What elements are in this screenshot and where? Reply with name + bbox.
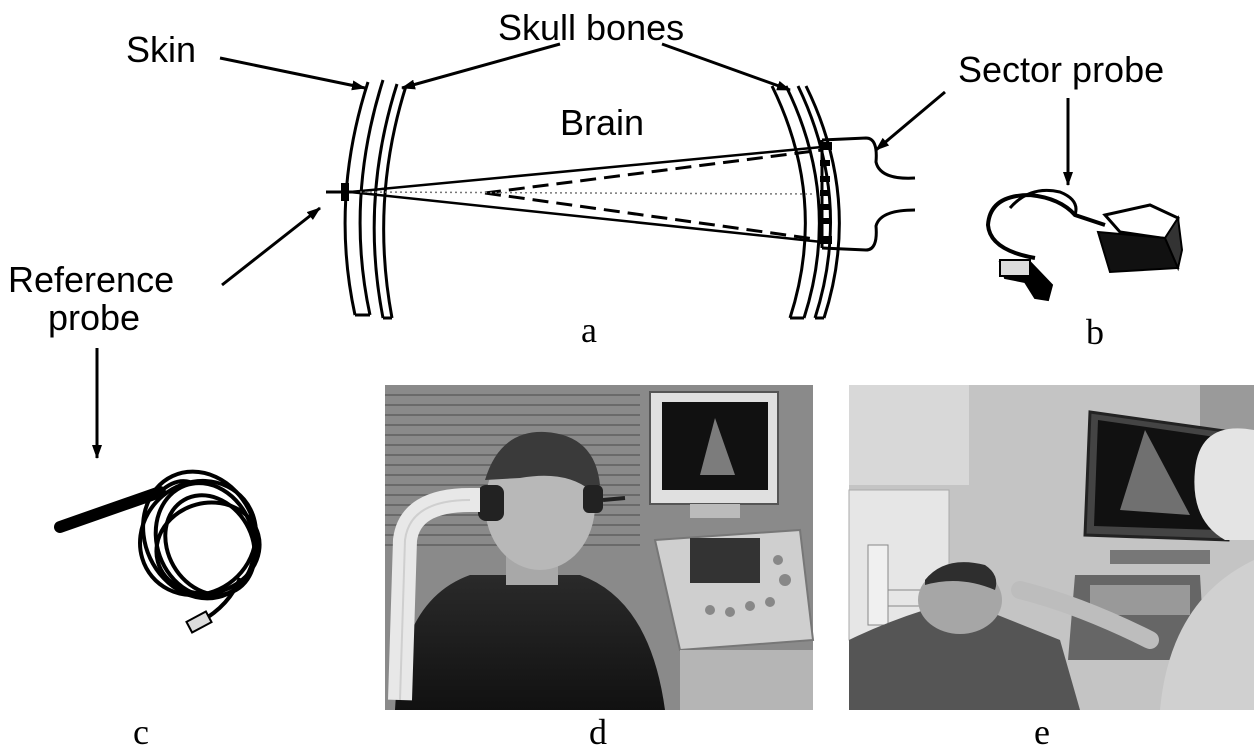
sector-probe-image-panel-b: b bbox=[988, 98, 1182, 352]
panel-label-e: e bbox=[1034, 712, 1050, 748]
right-skull-bones bbox=[772, 86, 839, 318]
panel-label-b: b bbox=[1086, 312, 1104, 352]
panel-label-d: d bbox=[589, 712, 607, 748]
panel-label-c: c bbox=[133, 712, 149, 748]
sector-probe-head bbox=[820, 138, 915, 250]
label-sector-probe: Sector probe bbox=[958, 49, 1164, 90]
label-brain: Brain bbox=[560, 102, 644, 143]
reference-probe-mark bbox=[326, 183, 352, 201]
ultrasound-beam bbox=[350, 147, 822, 242]
left-skull-bones bbox=[345, 80, 406, 318]
seated-patient-photo-panel-d: d bbox=[385, 385, 813, 748]
lying-patient-photo-panel-e: e bbox=[849, 385, 1254, 748]
reference-probe-image-panel-c: c bbox=[60, 348, 279, 748]
label-skin: Skin bbox=[126, 29, 196, 70]
schematic-panel-a: Skin Skull bones Sector probe Brain Refe… bbox=[8, 7, 1164, 350]
label-reference-probe-line2: probe bbox=[48, 297, 140, 338]
label-skull-bones: Skull bones bbox=[498, 7, 684, 48]
label-reference-probe-line1: Reference bbox=[8, 259, 174, 300]
panel-label-a: a bbox=[581, 310, 597, 350]
